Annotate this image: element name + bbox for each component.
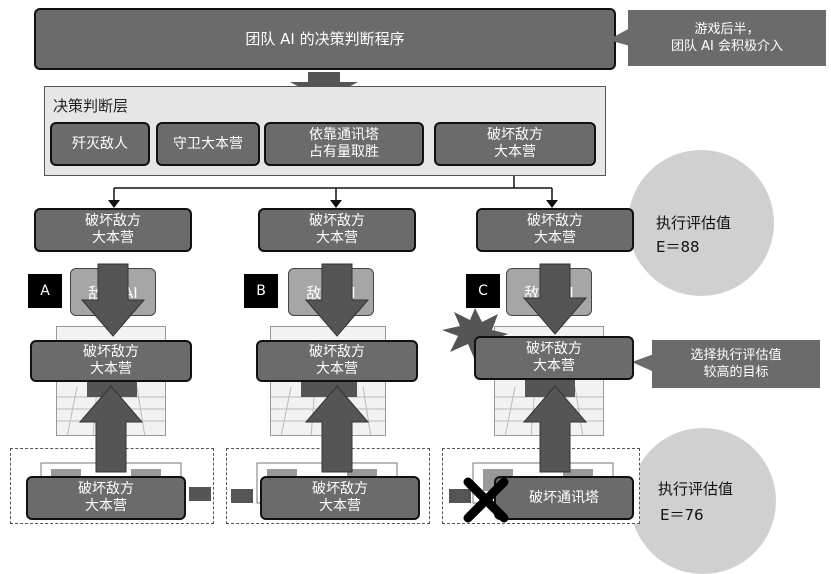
branch-c-goal: 破坏敌方 大本营: [476, 208, 634, 252]
source-line: 大本营: [85, 498, 127, 514]
down-arrow-b: [304, 263, 370, 337]
eval-bottom-value: E＝76: [660, 506, 704, 524]
decision-option: 破坏敌方 大本营: [434, 122, 596, 166]
goal-line: 大本营: [534, 230, 576, 246]
branch-c-target: 破坏敌方 大本营: [474, 336, 634, 380]
branch-c-source: 破坏通讯塔: [494, 476, 634, 520]
branch-b-goal: 破坏敌方 大本营: [258, 208, 416, 252]
goal-line: 大本营: [92, 230, 134, 246]
eval-bottom-label: 执行评估值: [658, 480, 734, 498]
branch-c-label: C: [466, 274, 500, 308]
source-line: 破坏敌方: [312, 481, 368, 497]
header-callout: 游戏后半， 团队 AI 会积极介入: [628, 10, 826, 66]
up-arrow-b: [304, 385, 370, 473]
source-line: 破坏通讯塔: [529, 489, 599, 506]
up-arrow-a: [78, 385, 144, 473]
up-arrow-c: [522, 385, 588, 473]
select-callout: 选择执行评估值 较高的目标: [652, 340, 820, 388]
goal-line: 破坏敌方: [527, 213, 583, 229]
branch-a-target: 破坏敌方 大本营: [30, 340, 192, 382]
down-arrow-c: [522, 263, 588, 335]
branch-b-source: 破坏敌方 大本营: [260, 476, 420, 520]
header-box: 团队 AI 的决策判断程序: [34, 8, 616, 70]
branch-a-goal: 破坏敌方 大本营: [34, 208, 192, 252]
down-arrow-a: [80, 263, 146, 337]
branch-a-label: A: [28, 274, 62, 308]
arrowhead: [108, 200, 120, 208]
cross-icon: [463, 477, 509, 523]
branch-b-target: 破坏敌方 大本营: [256, 340, 418, 382]
option-line: 守卫大本营: [173, 135, 243, 152]
goal-line: 大本营: [316, 230, 358, 246]
callout-line: 游戏后半，: [694, 22, 760, 37]
decision-option: 依靠通讯塔 占有量取胜: [264, 122, 424, 166]
callout-pointer: [608, 28, 630, 46]
source-line: 破坏敌方: [78, 481, 134, 497]
arrowhead: [546, 200, 558, 208]
decision-option: 歼灭敌人: [50, 122, 150, 166]
callout-line: 团队 AI 会积极介入: [671, 39, 783, 54]
decision-layer-title: 决策判断层: [53, 97, 129, 115]
target-line: 大本营: [533, 358, 575, 374]
source-line: 大本营: [319, 498, 361, 514]
target-line: 破坏敌方: [83, 344, 139, 360]
branch-a-source: 破坏敌方 大本营: [26, 476, 186, 520]
goal-line: 破坏敌方: [85, 213, 141, 229]
big-arrows-layer: [78, 263, 588, 473]
select-callout-pointer: [632, 354, 654, 372]
option-line: 占有量取胜: [309, 144, 379, 160]
option-line: 歼灭敌人: [72, 135, 128, 152]
option-line: 大本营: [494, 144, 536, 160]
callout-line: 较高的目标: [703, 365, 769, 380]
target-line: 大本营: [316, 361, 358, 377]
eval-circle-top: [628, 150, 774, 296]
eval-top-label: 执行评估值: [656, 214, 732, 232]
target-line: 大本营: [90, 361, 132, 377]
eval-top-value: E＝88: [656, 238, 700, 256]
goal-line: 破坏敌方: [309, 213, 365, 229]
header-title: 团队 AI 的决策判断程序: [245, 29, 405, 48]
target-line: 破坏敌方: [526, 341, 582, 357]
callout-line: 选择执行评估值: [690, 348, 782, 363]
target-line: 破坏敌方: [309, 344, 365, 360]
option-line: 依靠通讯塔: [309, 127, 379, 143]
branch-b-label: B: [244, 274, 278, 308]
option-line: 破坏敌方: [487, 127, 543, 143]
arrowhead: [330, 200, 342, 208]
decision-option: 守卫大本营: [156, 122, 260, 166]
